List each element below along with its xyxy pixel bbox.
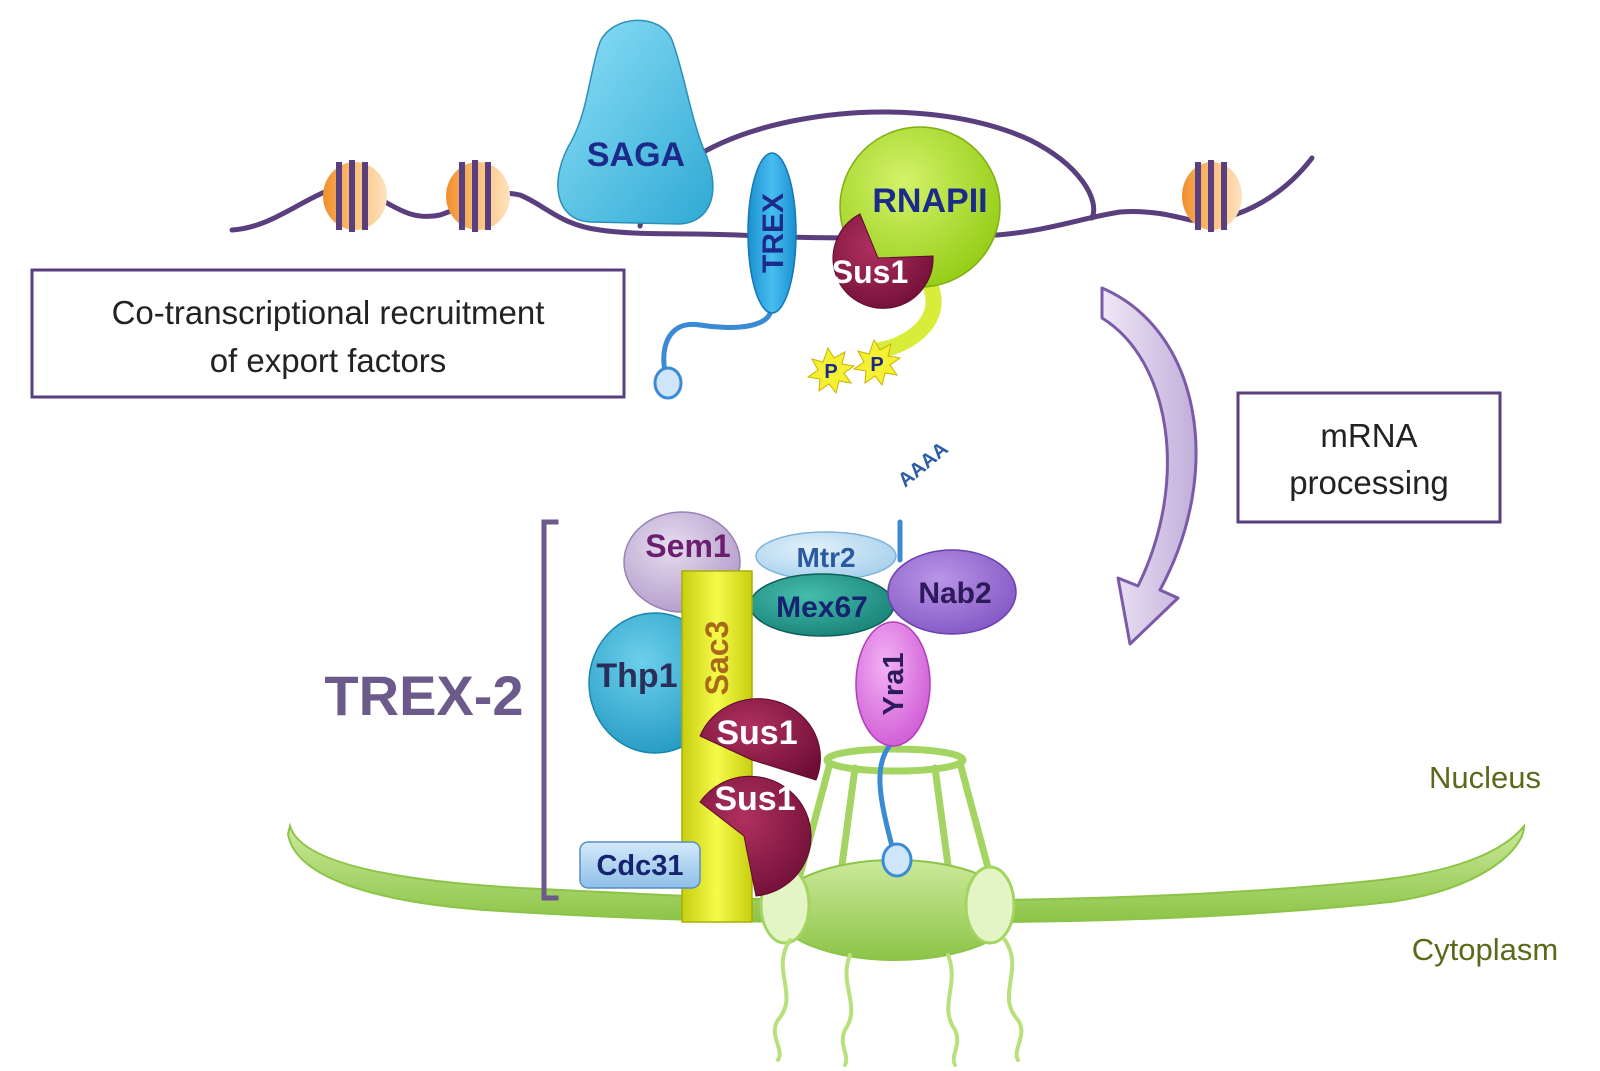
nucleosome-3 <box>1182 160 1242 232</box>
nucleosome-2 <box>446 160 510 232</box>
polya-tail-label: AAAA <box>894 438 952 492</box>
processing-box: mRNA processing <box>1236 391 1502 524</box>
sus1-b <box>699 775 812 897</box>
rnapii-label: RNAPII <box>872 182 987 220</box>
nuclear-envelope-right <box>999 823 1526 924</box>
nucleus-label: Nucleus <box>1429 760 1541 795</box>
cytoplasm-label: Cytoplasm <box>1412 932 1558 967</box>
sus1-top-label: Sus1 <box>832 254 908 290</box>
nuclear-pore-basket <box>796 745 994 884</box>
rna-transcript-top <box>661 297 774 375</box>
trex-label: TREX <box>757 193 790 273</box>
mrna-cap-top <box>653 366 683 400</box>
cotranscriptional-line-2: of export factors <box>210 342 447 379</box>
trex-complex <box>747 152 797 314</box>
sus1-b-label: Sus1 <box>714 780 795 818</box>
trex2-bracket <box>541 519 559 901</box>
thp1-label: Thp1 <box>596 657 677 695</box>
processing-line-1: mRNA <box>1320 417 1417 454</box>
saga-label: SAGA <box>587 136 685 174</box>
yra1-protein <box>855 621 931 747</box>
sem1-label: Sem1 <box>645 528 730 564</box>
phospho-star-1: P <box>806 346 856 395</box>
yra1-label: Yra1 <box>878 653 910 716</box>
nucleosome-1 <box>323 160 387 232</box>
nab2-protein <box>887 549 1017 635</box>
cotranscriptional-box: Co-transcriptional recruitment of export… <box>30 268 626 399</box>
sus1-top <box>832 213 934 309</box>
processing-arrow <box>1100 286 1198 646</box>
sus1-a <box>699 698 821 781</box>
saga-complex <box>557 19 714 225</box>
mrna-cap-pore <box>881 842 913 878</box>
sac3-label: Sac3 <box>699 621 735 696</box>
cdc31-protein <box>579 841 701 889</box>
dna-strand <box>229 155 1315 241</box>
nab2-label: Nab2 <box>918 577 991 610</box>
phospho-label-2: P <box>870 354 883 376</box>
cytoplasmic-filaments <box>772 938 1024 1067</box>
pore-ring-right <box>964 865 1016 945</box>
trex2-label: TREX-2 <box>324 664 523 727</box>
processing-line-2: processing <box>1289 464 1449 501</box>
mtr2-label: Mtr2 <box>796 542 855 573</box>
phospho-star-2: P <box>852 338 902 387</box>
cotranscriptional-line-1: Co-transcriptional recruitment <box>112 294 545 331</box>
mex67-label: Mex67 <box>776 591 868 624</box>
cdc31-label: Cdc31 <box>596 850 683 882</box>
phospho-label-1: P <box>824 361 837 383</box>
sus1-a-label: Sus1 <box>716 714 797 752</box>
